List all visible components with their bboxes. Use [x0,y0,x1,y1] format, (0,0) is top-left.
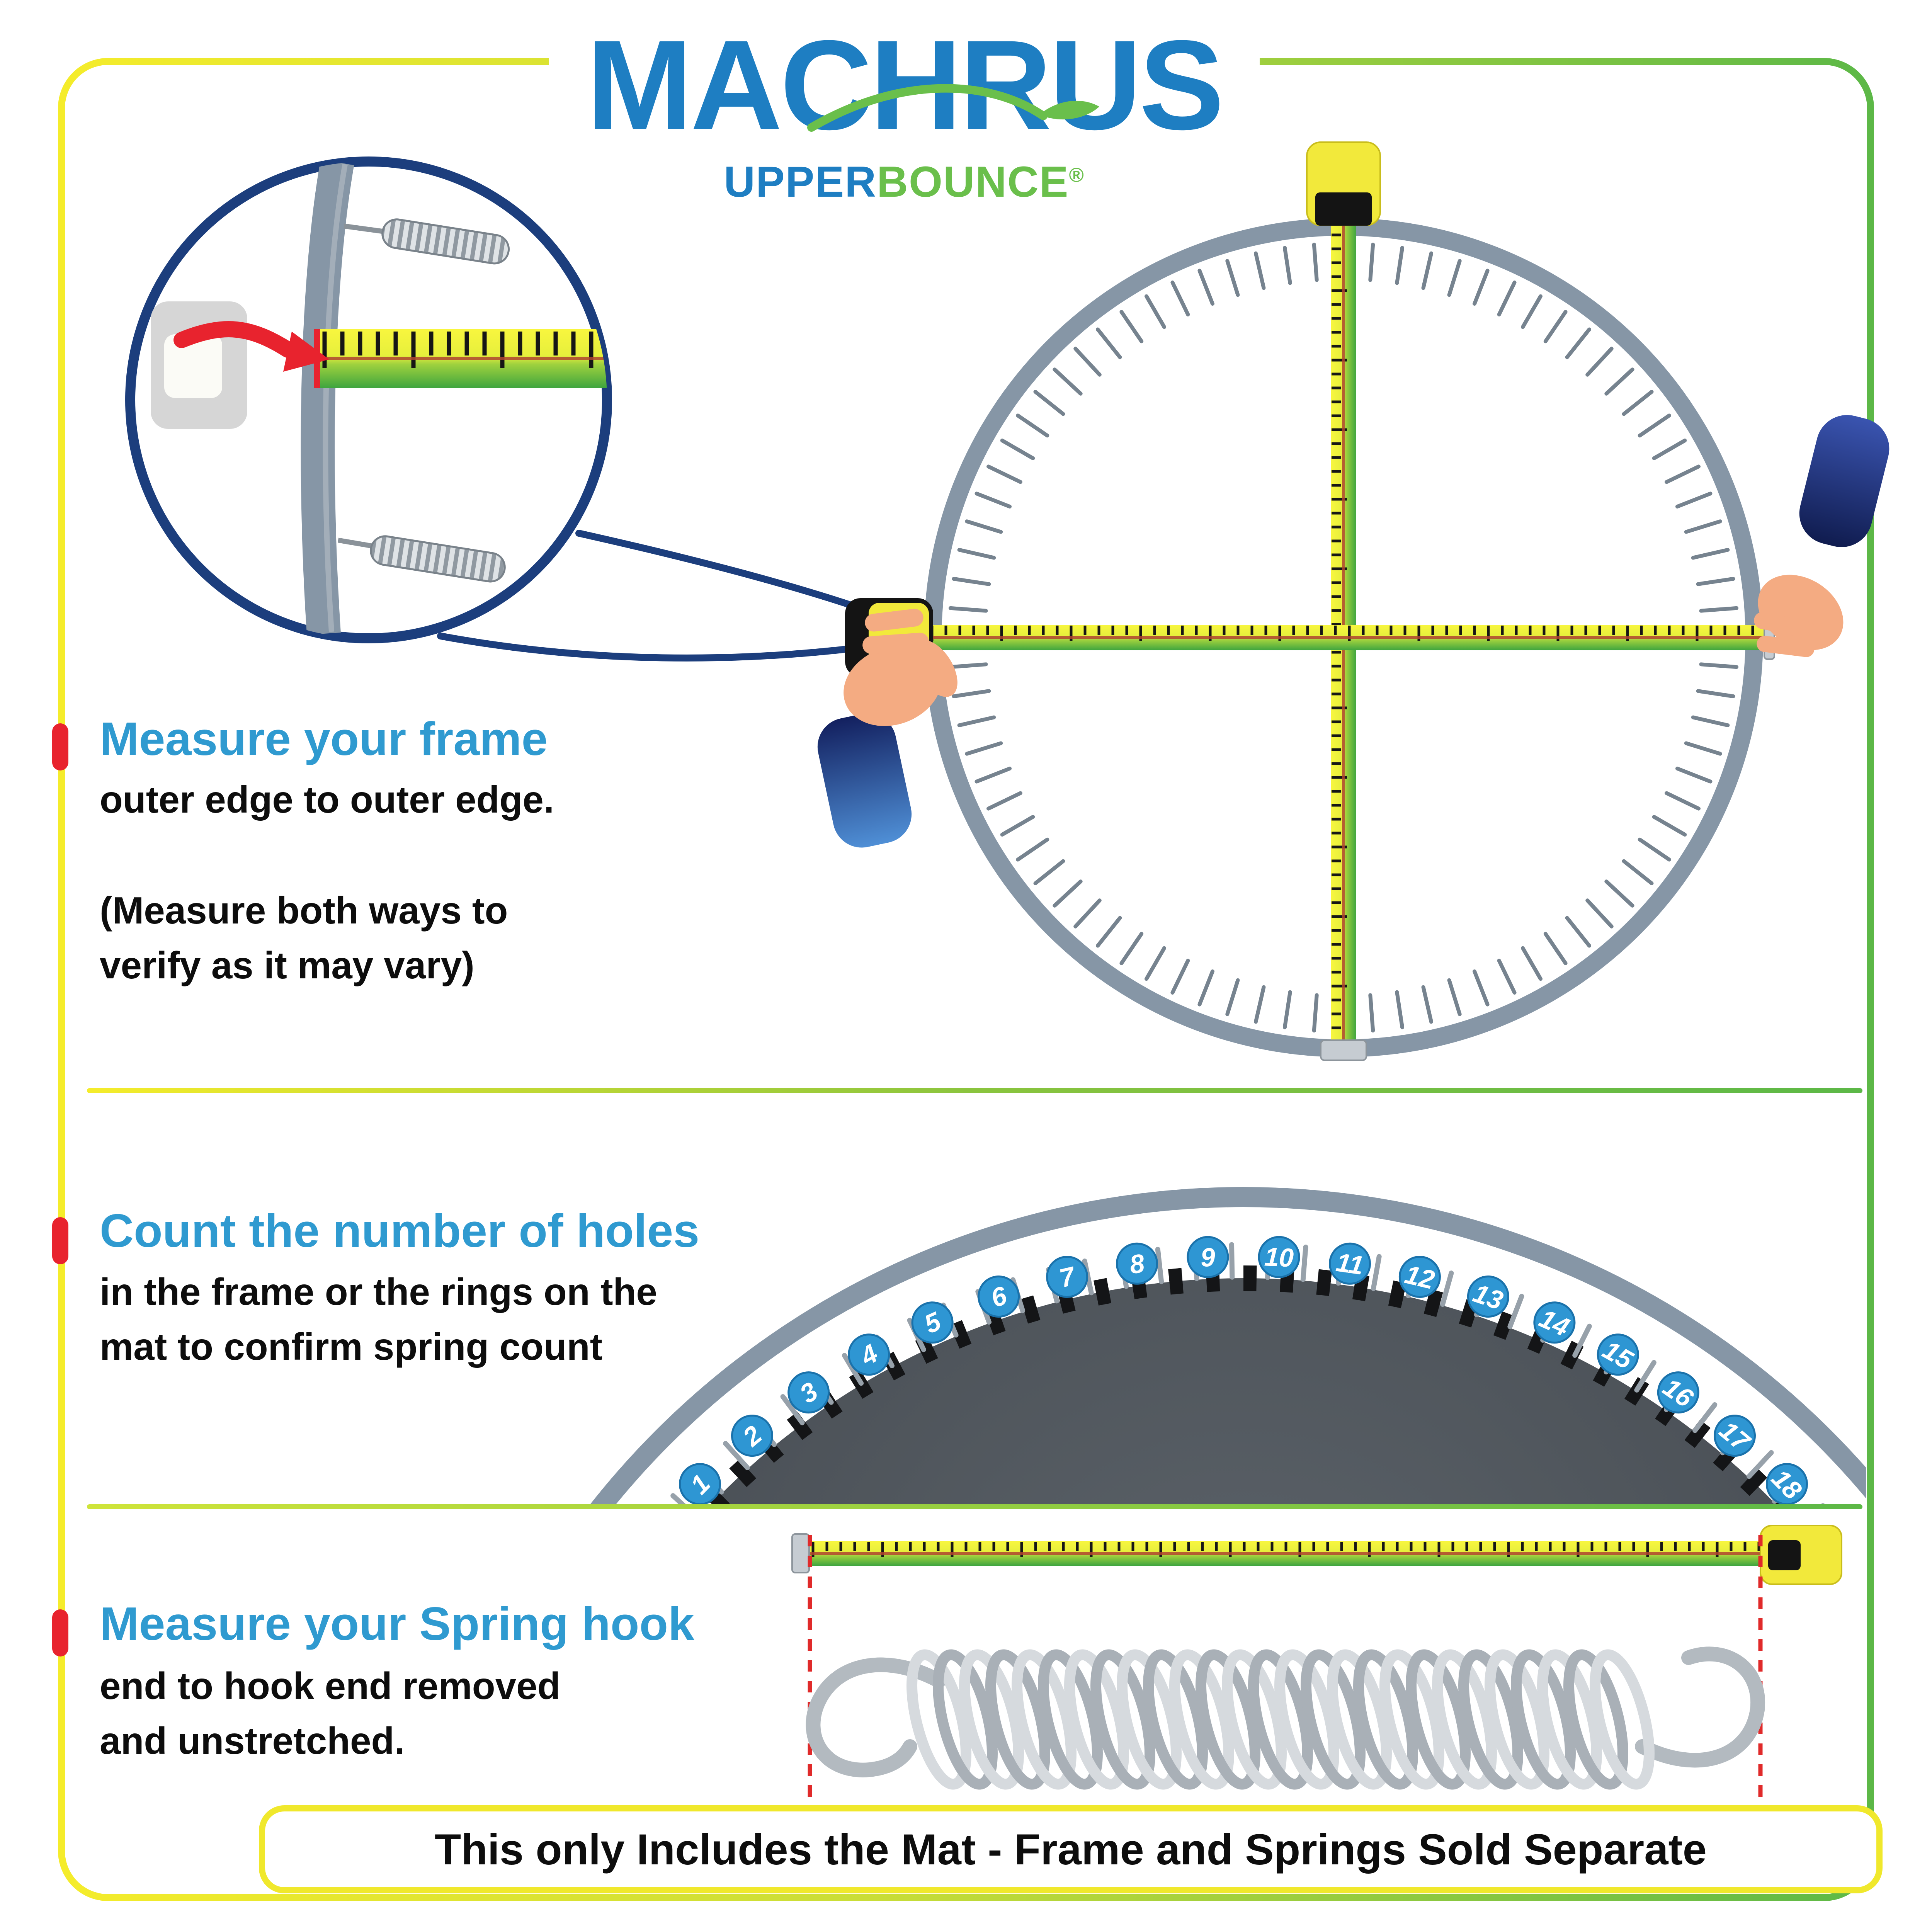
mat-number-badge: 14 [1533,1301,1576,1344]
frame-spring-hooks [947,242,1740,1034]
mat-number-badge: 11 [1329,1242,1371,1285]
measure-spring-heading: Measure your Spring hook [100,1597,694,1650]
bullet-measure-spring [52,1609,68,1656]
tape-measure-body-top [1306,141,1381,226]
count-holes-line1: in the frame or the rings on the [100,1270,657,1313]
count-holes-body: in the frame or the rings on the mat to … [100,1264,657,1374]
measure-frame-note-line2: verify as it may vary) [100,944,474,987]
sub-brand: UPPERBOUNCE® [560,160,1248,204]
svg-text:11: 11 [1334,1248,1365,1281]
mat-number-badge: 16 [1657,1371,1699,1414]
left-sleeve [817,713,912,848]
spring-tape-end-clip [791,1533,810,1573]
footer-banner: This only Includes the Mat - Frame and S… [259,1805,1883,1893]
spring-measure-diagram [791,1525,1842,1816]
right-hand [1754,415,1889,657]
measure-spring-line1: end to hook end removed [100,1665,561,1707]
measure-frame-note-line1: (Measure both ways to [100,889,508,932]
mat-number-badge: 5 [911,1301,954,1344]
mat-number-badge: 4 [848,1333,890,1376]
mat-number-badge: 3 [787,1371,830,1414]
sub-brand-upper: UPPER [724,158,877,206]
svg-text:10: 10 [1264,1242,1294,1272]
measure-frame-subheading: outer edge to outer edge. [100,778,554,821]
measure-frame-heading: Measure your frame [100,713,548,765]
spring-tape-body-right [1760,1525,1842,1585]
spring-coil [806,1646,1765,1790]
divider-1 [87,1088,1862,1093]
mat-surface [711,1278,1776,1504]
sub-brand-bounce: BOUNCE [877,158,1069,206]
frame-tube-highlight [323,163,348,632]
divider-2 [87,1504,1862,1509]
mat-number-badge: 13 [1467,1276,1509,1318]
tape-end-clip-bottom [1320,1039,1367,1061]
count-holes-heading: Count the number of holes [100,1204,700,1257]
measure-frame-note: (Measure both ways to verify as it may v… [100,883,508,993]
bullet-count-holes [52,1217,68,1264]
left-hand [817,609,957,848]
mat-number-badge: 7 [1046,1256,1088,1298]
count-holes-line2: mat to confirm spring count [100,1325,603,1368]
mat-number-badge: 18 [1766,1463,1808,1504]
bullet-measure-frame [52,723,68,770]
registered-mark: ® [1069,164,1085,187]
brand-logo: MACHRUS [586,14,1225,156]
mat-number-badge: 2 [731,1415,773,1457]
spring-bottom-icon [337,535,506,583]
spring-hook-right [1635,1646,1765,1768]
right-sleeve [1799,415,1889,547]
mat-number-badge: 10 [1258,1236,1300,1278]
frame-tube [301,162,354,635]
mat-number-badge: 9 [1187,1236,1229,1278]
svg-text:9: 9 [1200,1242,1216,1272]
spring-hook-left [806,1657,946,1777]
mat-number-badge: 17 [1714,1415,1756,1458]
ruler-in-lens [314,329,607,388]
mat-number-badge: 15 [1597,1333,1639,1376]
red-arrow-icon [173,321,329,372]
measure-spring-line2: and unstretched. [100,1719,405,1762]
frame-pad-face [164,334,222,398]
zoom-inset-circle [125,156,612,643]
mat-number-badge: 8 [1116,1242,1158,1285]
svg-text:12: 12 [1402,1260,1437,1295]
spring-top-icon [344,218,510,265]
mat-number-badge: 12 [1398,1256,1441,1298]
mat-number-badge: 6 [978,1276,1020,1318]
measure-spring-body: end to hook end removed and unstretched. [100,1658,560,1768]
mat-number-badge: 1 [679,1463,721,1504]
